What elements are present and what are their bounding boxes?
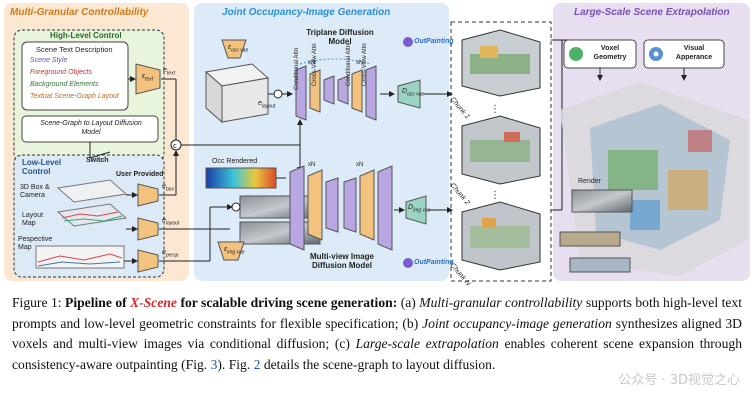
desc-item-scene-style: Scene Style (30, 57, 68, 64)
caption-text-1: (a) (397, 295, 420, 310)
middle-panel-title: Joint Occupancy-Image Generation (222, 7, 391, 18)
text-encoder-label: εtext (142, 73, 154, 83)
left-panel-title: Multi-Granular Controllability (10, 7, 149, 18)
scene-desc-title: Scene Text Description (36, 45, 113, 54)
occupancy-cube (204, 63, 270, 124)
watermark: 公众号 · 3D视觉之心 (618, 373, 740, 388)
xn-label-2: xN (356, 60, 364, 66)
attn-label-3: Conditional Attn (346, 43, 352, 86)
img-encoder-shape (217, 241, 245, 261)
e-persp-label: epersp (162, 249, 179, 259)
text-encoder-shape (135, 63, 161, 95)
high-level-title: High-Level Control (50, 31, 122, 40)
switch-label: Switch (86, 157, 109, 164)
outpainting-label-2: OutPainting (414, 259, 454, 266)
caption-prefix: Figure 1: (12, 295, 66, 310)
triplane-title: Triplane Diffusion Model (306, 28, 374, 46)
cube-icon (569, 47, 583, 61)
scene-desc-box (21, 41, 129, 111)
low-level-title: Low-Level Control (22, 158, 62, 176)
xn-label-4: xN (356, 162, 364, 168)
pipeline-figure: c (4, 3, 750, 287)
voxel-geometry-label: Voxel Geometry (593, 45, 627, 61)
occ-decoder-shape (397, 79, 421, 109)
render-image-3 (569, 257, 631, 273)
multiview-unet (289, 165, 393, 251)
occ-rendered-label: Occ Rendered (212, 158, 258, 165)
svg-text:⋮: ⋮ (490, 190, 500, 201)
figure-caption: Figure 1: Pipeline of X-Scene for scalab… (12, 293, 742, 375)
caption-text-5: ). Fig. (217, 356, 254, 372)
outpainting-icon-2 (403, 258, 413, 268)
desc-item-foreground: Foreground Objects (30, 69, 92, 76)
figure-canvas: c (4, 3, 750, 282)
e-layout-in-label: elayout (258, 100, 276, 110)
caption-italic-3: Large-scale extrapolation (355, 336, 499, 351)
img-decoder-label: Dimg vae (408, 204, 431, 214)
svg-text:⋮: ⋮ (490, 104, 500, 115)
e-text-label: etext (163, 67, 175, 77)
layout-encoder-shape (137, 217, 159, 241)
occ-decoder-label: Docc vae (402, 88, 425, 98)
occ-rendered-strip (206, 168, 276, 188)
chunk-n-visual (461, 201, 541, 271)
chunk-2-visual (461, 115, 541, 185)
chunk-1-visual (461, 29, 541, 97)
e-box-label: ebox (162, 183, 174, 193)
img-encoder-label: εimg vae (224, 246, 245, 256)
box-encoder-shape (137, 183, 159, 207)
e-layout-label: elayout (162, 217, 180, 227)
box-camera-label: 3D Box & Camera (20, 184, 50, 199)
xn-label-1: xN (308, 60, 316, 66)
caption-text-2: supports both high-level text prompts an… (12, 295, 742, 331)
img-decoder-shape (405, 195, 427, 225)
persp-encoder-shape (137, 249, 159, 273)
caption-bold-1: Pipeline of (65, 295, 131, 310)
render-image-2 (559, 231, 621, 247)
outpainting-label-1: OutPainting (414, 38, 454, 45)
box-camera-plane (56, 179, 128, 203)
desc-item-background: Background Elements (30, 81, 99, 88)
outpainting-icon-1 (403, 37, 413, 47)
user-provided-label: User Provided (116, 171, 164, 178)
triplane-unet (295, 58, 377, 121)
caption-text-3: synthesizes aligned 3D voxels and multi-… (12, 315, 742, 352)
layout-map-label: Layout Map (22, 212, 44, 227)
xn-label-3: xN (308, 162, 316, 168)
multiview-title: Multi-view Image Diffusion Model (309, 252, 374, 270)
attn-label-1: Conditional Attn (294, 47, 300, 90)
occ-encoder-shape (221, 39, 247, 59)
caption-ref-fig3[interactable]: 3 (210, 356, 218, 372)
occ-encoder-label: εocc vae (228, 44, 249, 54)
caption-text-4: enables coherent scene expansion through… (12, 336, 742, 372)
large-scale-scene-visual (560, 82, 748, 276)
render-image-1 (571, 189, 633, 213)
caption-italic-2: Joint occupancy-image generation (422, 315, 612, 331)
caption-text-6: details the scene-graph to layout diffus… (260, 356, 496, 372)
render-label: Render (578, 178, 601, 185)
right-panel-title: Large-Scale Scene Extrapolation (574, 7, 730, 18)
caption-bold-2: for scalable driving scene generation: (176, 295, 398, 310)
scenegraph-box-label: Scene-Graph to Layout Diffusion Model (40, 120, 142, 136)
caption-italic-1: Multi-granular controllability (419, 295, 583, 310)
caption-ref-fig2[interactable]: 2 (253, 356, 261, 372)
svg-text:c: c (173, 142, 177, 150)
visual-appearance-label: Visual Apperance (675, 45, 713, 61)
desc-item-scenegraph: Textual Scene-Graph Layout (30, 93, 119, 100)
caption-xscene: X-Scene (130, 295, 177, 310)
perspective-map-label: Pespective Map (18, 236, 53, 251)
